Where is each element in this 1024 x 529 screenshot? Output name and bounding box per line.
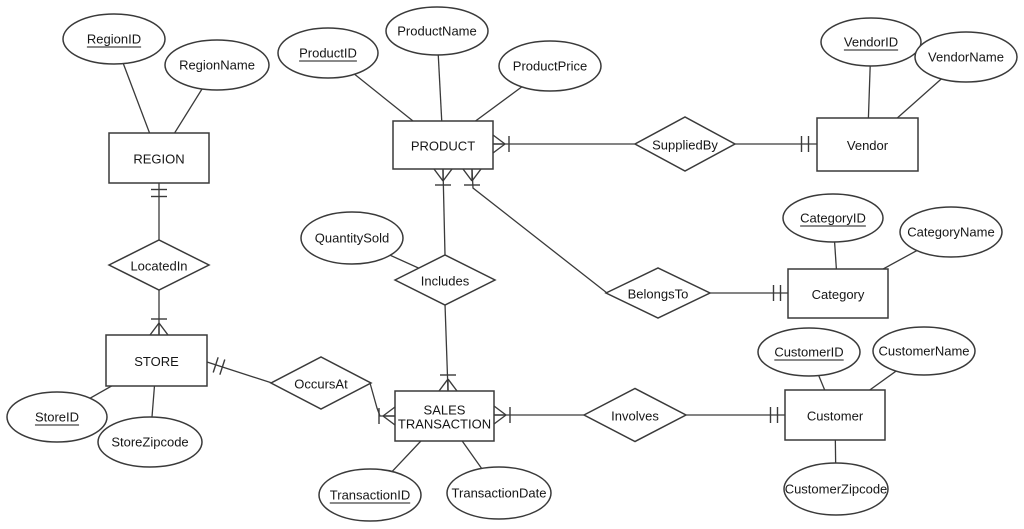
entity-sales_transaction-label: TRANSACTION bbox=[398, 417, 491, 432]
attribute-customername-label: CustomerName bbox=[878, 344, 969, 359]
relationship-involves-label: Involves bbox=[611, 409, 659, 424]
entity-region bbox=[108, 132, 210, 184]
attribute-categoryname-label: CategoryName bbox=[907, 225, 994, 240]
attribute-productname-label: ProductName bbox=[397, 24, 476, 39]
entity-product bbox=[392, 120, 494, 170]
attribute-customerzipcode bbox=[783, 462, 889, 516]
connector-product-belongsto bbox=[471, 168, 608, 294]
attribute-storeid-label: StoreID bbox=[35, 410, 79, 425]
attribute-quantitysold bbox=[300, 211, 404, 265]
entity-category bbox=[787, 268, 889, 319]
entity-vendor bbox=[816, 117, 919, 172]
relationship-suppliedby-label: SuppliedBy bbox=[652, 138, 718, 153]
attribute-transactionid bbox=[318, 468, 422, 522]
entity-product-label: PRODUCT bbox=[411, 139, 475, 154]
relationship-involves bbox=[582, 387, 688, 443]
attribute-customerzipcode-label: CustomerZipcode bbox=[785, 482, 888, 497]
attribute-storezipcode bbox=[97, 416, 203, 468]
attribute-storeid bbox=[6, 391, 108, 443]
attribute-productprice bbox=[498, 40, 602, 92]
cardinality-one-or-many-product-suppliedby bbox=[492, 134, 510, 154]
cardinality-one-or-many-includes-sales_transaction bbox=[438, 374, 458, 392]
attribute-categoryid-label: CategoryID bbox=[800, 211, 866, 226]
entity-category-label: Category bbox=[812, 287, 865, 302]
attribute-regionid-label: RegionID bbox=[87, 32, 141, 47]
attribute-customerid-label: CustomerID bbox=[774, 345, 843, 360]
cardinality-one-and-only-one-region-locatedin bbox=[151, 188, 167, 198]
cardinality-one-and-only-one-suppliedby-vendor bbox=[800, 136, 810, 152]
entity-vendor-label: Vendor bbox=[847, 138, 889, 153]
relationship-occursat-label: OccursAt bbox=[294, 377, 348, 392]
cardinality-one-or-many-product-belongsto bbox=[462, 168, 482, 186]
entity-customer bbox=[784, 389, 886, 441]
cardinality-one-and-only-one-belongsto-category bbox=[772, 285, 782, 301]
attribute-regionname-label: RegionName bbox=[179, 58, 255, 73]
attribute-vendorid bbox=[820, 17, 922, 67]
attribute-productid bbox=[277, 27, 379, 79]
entity-store-label: STORE bbox=[134, 354, 179, 369]
attribute-productprice-label: ProductPrice bbox=[513, 59, 587, 74]
attribute-vendorname bbox=[914, 31, 1018, 83]
relationship-belongsto-label: BelongsTo bbox=[628, 287, 689, 302]
attribute-transactiondate bbox=[446, 466, 552, 520]
attribute-categoryid bbox=[782, 193, 884, 243]
connector-product-includes bbox=[442, 168, 446, 256]
attribute-regionname bbox=[164, 39, 270, 91]
entity-sales_transaction bbox=[394, 390, 495, 442]
cardinality-one-or-many-occursat-sales_transaction bbox=[378, 406, 396, 426]
cardinality-one-or-many-sales_transaction-involves bbox=[493, 405, 511, 425]
relationship-includes-label: Includes bbox=[421, 274, 470, 289]
attribute-customername bbox=[872, 326, 976, 376]
attribute-transactionid-label: TransactionID bbox=[330, 488, 410, 503]
relationship-locatedin bbox=[107, 239, 211, 291]
relationship-locatedin-label: LocatedIn bbox=[130, 259, 187, 274]
entity-region-label: REGION bbox=[133, 152, 184, 167]
entity-store bbox=[105, 334, 208, 387]
connector-occursat-sales_transaction bbox=[369, 382, 395, 417]
connector-includes-sales_transaction bbox=[444, 303, 449, 392]
cardinality-one-or-many-product-includes bbox=[433, 168, 453, 186]
attribute-regionid bbox=[62, 13, 166, 65]
attribute-categoryname bbox=[899, 206, 1003, 258]
relationship-suppliedby bbox=[633, 116, 737, 172]
relationship-belongsto bbox=[604, 267, 712, 319]
attribute-quantitysold-label: QuantitySold bbox=[315, 231, 389, 246]
attribute-productname bbox=[385, 6, 489, 56]
cardinality-one-and-only-one-store-occursat bbox=[212, 357, 226, 375]
attribute-storezipcode-label: StoreZipcode bbox=[111, 435, 188, 450]
cardinality-one-or-many-locatedin-store bbox=[149, 318, 169, 336]
relationship-occursat bbox=[269, 356, 373, 410]
connector-store-occursat bbox=[206, 361, 273, 384]
attribute-productid-label: ProductID bbox=[299, 46, 357, 61]
attribute-transactiondate-label: TransactionDate bbox=[452, 486, 547, 501]
relationship-includes bbox=[393, 254, 497, 306]
attribute-customerid bbox=[757, 327, 861, 377]
cardinality-one-and-only-one-involves-customer bbox=[769, 407, 779, 423]
attribute-vendorid-label: VendorID bbox=[844, 35, 898, 50]
entity-customer-label: Customer bbox=[807, 409, 864, 424]
attribute-vendorname-label: VendorName bbox=[928, 50, 1004, 65]
entity-sales_transaction-label: SALES bbox=[424, 403, 466, 418]
